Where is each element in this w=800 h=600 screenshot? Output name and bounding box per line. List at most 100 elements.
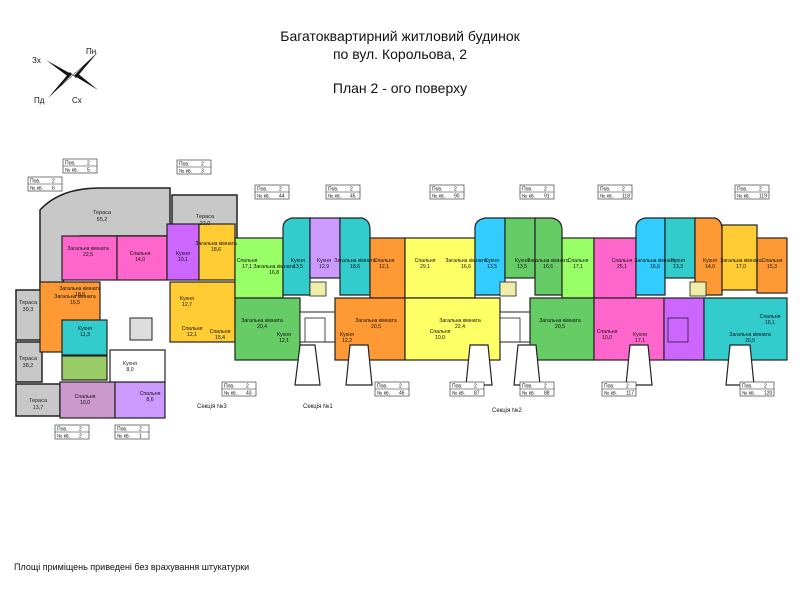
- tag-apartment-label: № кв.: [452, 391, 465, 397]
- apartment-tag: Пов.2№ кв.45: [325, 184, 361, 200]
- tag-apartment-label: № кв.: [224, 391, 237, 397]
- terrace-area: 38,2: [23, 363, 34, 369]
- room-area: 18,6: [350, 264, 360, 270]
- room-area: 12,9: [319, 264, 329, 270]
- tag-floor-value: 2: [544, 384, 547, 390]
- room-name: Спальня: [130, 251, 151, 257]
- footnote: Площі приміщень приведені без врахування…: [14, 562, 250, 572]
- terrace-label: Тераса: [93, 210, 112, 216]
- compass-rose: Пн Зх Пд Сх: [28, 40, 118, 110]
- tag-floor-value: 2: [544, 187, 547, 193]
- tag-floor-value: 2: [246, 384, 249, 390]
- tag-apartment-value: 120: [764, 391, 773, 397]
- apartment-tag: Пов.2№ кв.3: [176, 159, 212, 175]
- room-area: 8,6: [146, 397, 153, 403]
- room-area: 11,3: [80, 332, 90, 338]
- room-name: Кухня: [78, 326, 92, 332]
- apartment-tag: Пов.2№ кв.44: [254, 184, 290, 200]
- room-name: Загальна кімната: [720, 258, 762, 264]
- tag-floor-label: Пов.: [57, 427, 67, 433]
- room-area: 10,1: [178, 257, 188, 263]
- tag-floor-value: 2: [139, 427, 142, 433]
- apartment-tag: Пов.2№ кв.46: [374, 381, 410, 397]
- room-name: Кухня: [317, 258, 331, 264]
- stair-cores: [304, 281, 707, 343]
- room-area: 16,8: [269, 270, 279, 276]
- apartment-tag: Пов.2№ кв.43: [221, 381, 257, 397]
- apartment-tag: Пов.2№ кв.87: [449, 381, 485, 397]
- room-name: Кухня: [291, 258, 305, 264]
- compass-south: Пд: [34, 96, 45, 105]
- room-area: 12,7: [182, 302, 192, 308]
- tag-apartment-label: № кв.: [432, 194, 445, 200]
- tag-floor-label: Пов.: [30, 179, 40, 185]
- compass-east: Сх: [72, 96, 82, 105]
- room-name: Кухня: [485, 258, 499, 264]
- room-name: Спальня: [760, 314, 781, 320]
- terrace-area: 55,2: [97, 217, 108, 223]
- room-area: 10,0: [80, 400, 90, 406]
- tag-floor-label: Пов.: [257, 187, 267, 193]
- room-area: 17,1: [573, 264, 583, 270]
- room-name: Загальна кімната: [634, 258, 676, 264]
- room-name: Кухня: [671, 258, 685, 264]
- room-area: 16,6: [543, 264, 553, 270]
- room-area: 8,0: [126, 367, 133, 373]
- tag-apartment-value: 5: [87, 168, 90, 174]
- tag-apartment-value: 90: [454, 194, 460, 200]
- tag-apartment-value: 88: [544, 391, 550, 397]
- tag-apartment-label: № кв.: [57, 434, 70, 440]
- room-area: 10,0: [602, 335, 612, 341]
- room-area: 12,1: [187, 332, 197, 338]
- building-title: Багатоквартирний житловий будинок: [280, 28, 520, 44]
- section-1-label: Секція №1: [303, 403, 333, 410]
- tag-apartment-value: 45: [350, 194, 356, 200]
- tag-floor-label: Пов.: [377, 384, 387, 390]
- room-area: 13,5: [293, 264, 303, 270]
- room-name: Кухня: [633, 332, 647, 338]
- room-area: 20,5: [745, 338, 755, 344]
- room-area: 22,5: [83, 252, 93, 258]
- tag-apartment-value: 119: [759, 194, 767, 200]
- tag-apartment-value: 44: [279, 194, 285, 200]
- room-area: 17,1: [242, 264, 252, 270]
- room-name: Загальна кімната: [67, 246, 109, 252]
- tag-floor-value: 2: [201, 162, 204, 168]
- room-name: Спальня: [374, 258, 395, 264]
- tag-apartment-value: 6: [52, 186, 55, 192]
- room-area: 20,4: [257, 324, 267, 330]
- tag-apartment-label: № кв.: [30, 186, 43, 192]
- tag-floor-label: Пов.: [432, 187, 442, 193]
- room-name: Спальня: [237, 258, 258, 264]
- tag-floor-label: Пов.: [737, 187, 747, 193]
- tag-apartment-label: № кв.: [179, 169, 192, 175]
- tag-floor-value: 2: [454, 187, 457, 193]
- apartment-tag: Пов.2№ кв.6: [27, 176, 63, 192]
- room-name: Кухня: [277, 332, 291, 338]
- room-name: Загальна кімната: [334, 258, 376, 264]
- room-area: 20,5: [555, 324, 565, 330]
- building-address: по вул. Корольова, 2: [332, 46, 468, 62]
- tag-apartment-value: 46: [399, 391, 405, 397]
- room-area: 18,9: [75, 292, 85, 298]
- tag-apartment-label: № кв.: [522, 391, 535, 397]
- room-name: Загальна кімната: [439, 318, 481, 324]
- tag-floor-label: Пов.: [179, 162, 189, 168]
- tag-apartment-label: № кв.: [117, 434, 130, 440]
- terrace-areas: [15, 187, 238, 417]
- room-area: 16,5: [70, 300, 80, 306]
- room-area: 14,0: [135, 257, 145, 263]
- room-name: Загальна кімната: [539, 318, 581, 324]
- room-area: 12,2: [342, 338, 352, 344]
- tag-apartment-value: 117: [626, 391, 634, 397]
- section-3-apartments: [39, 223, 236, 419]
- room-area: 10,0: [435, 335, 445, 341]
- apartment-tag: Пов.2№ кв.117: [601, 381, 637, 397]
- tag-apartment-label: № кв.: [600, 194, 613, 200]
- room-name: Загальна кімната: [54, 294, 96, 300]
- tag-floor-value: 2: [79, 427, 82, 433]
